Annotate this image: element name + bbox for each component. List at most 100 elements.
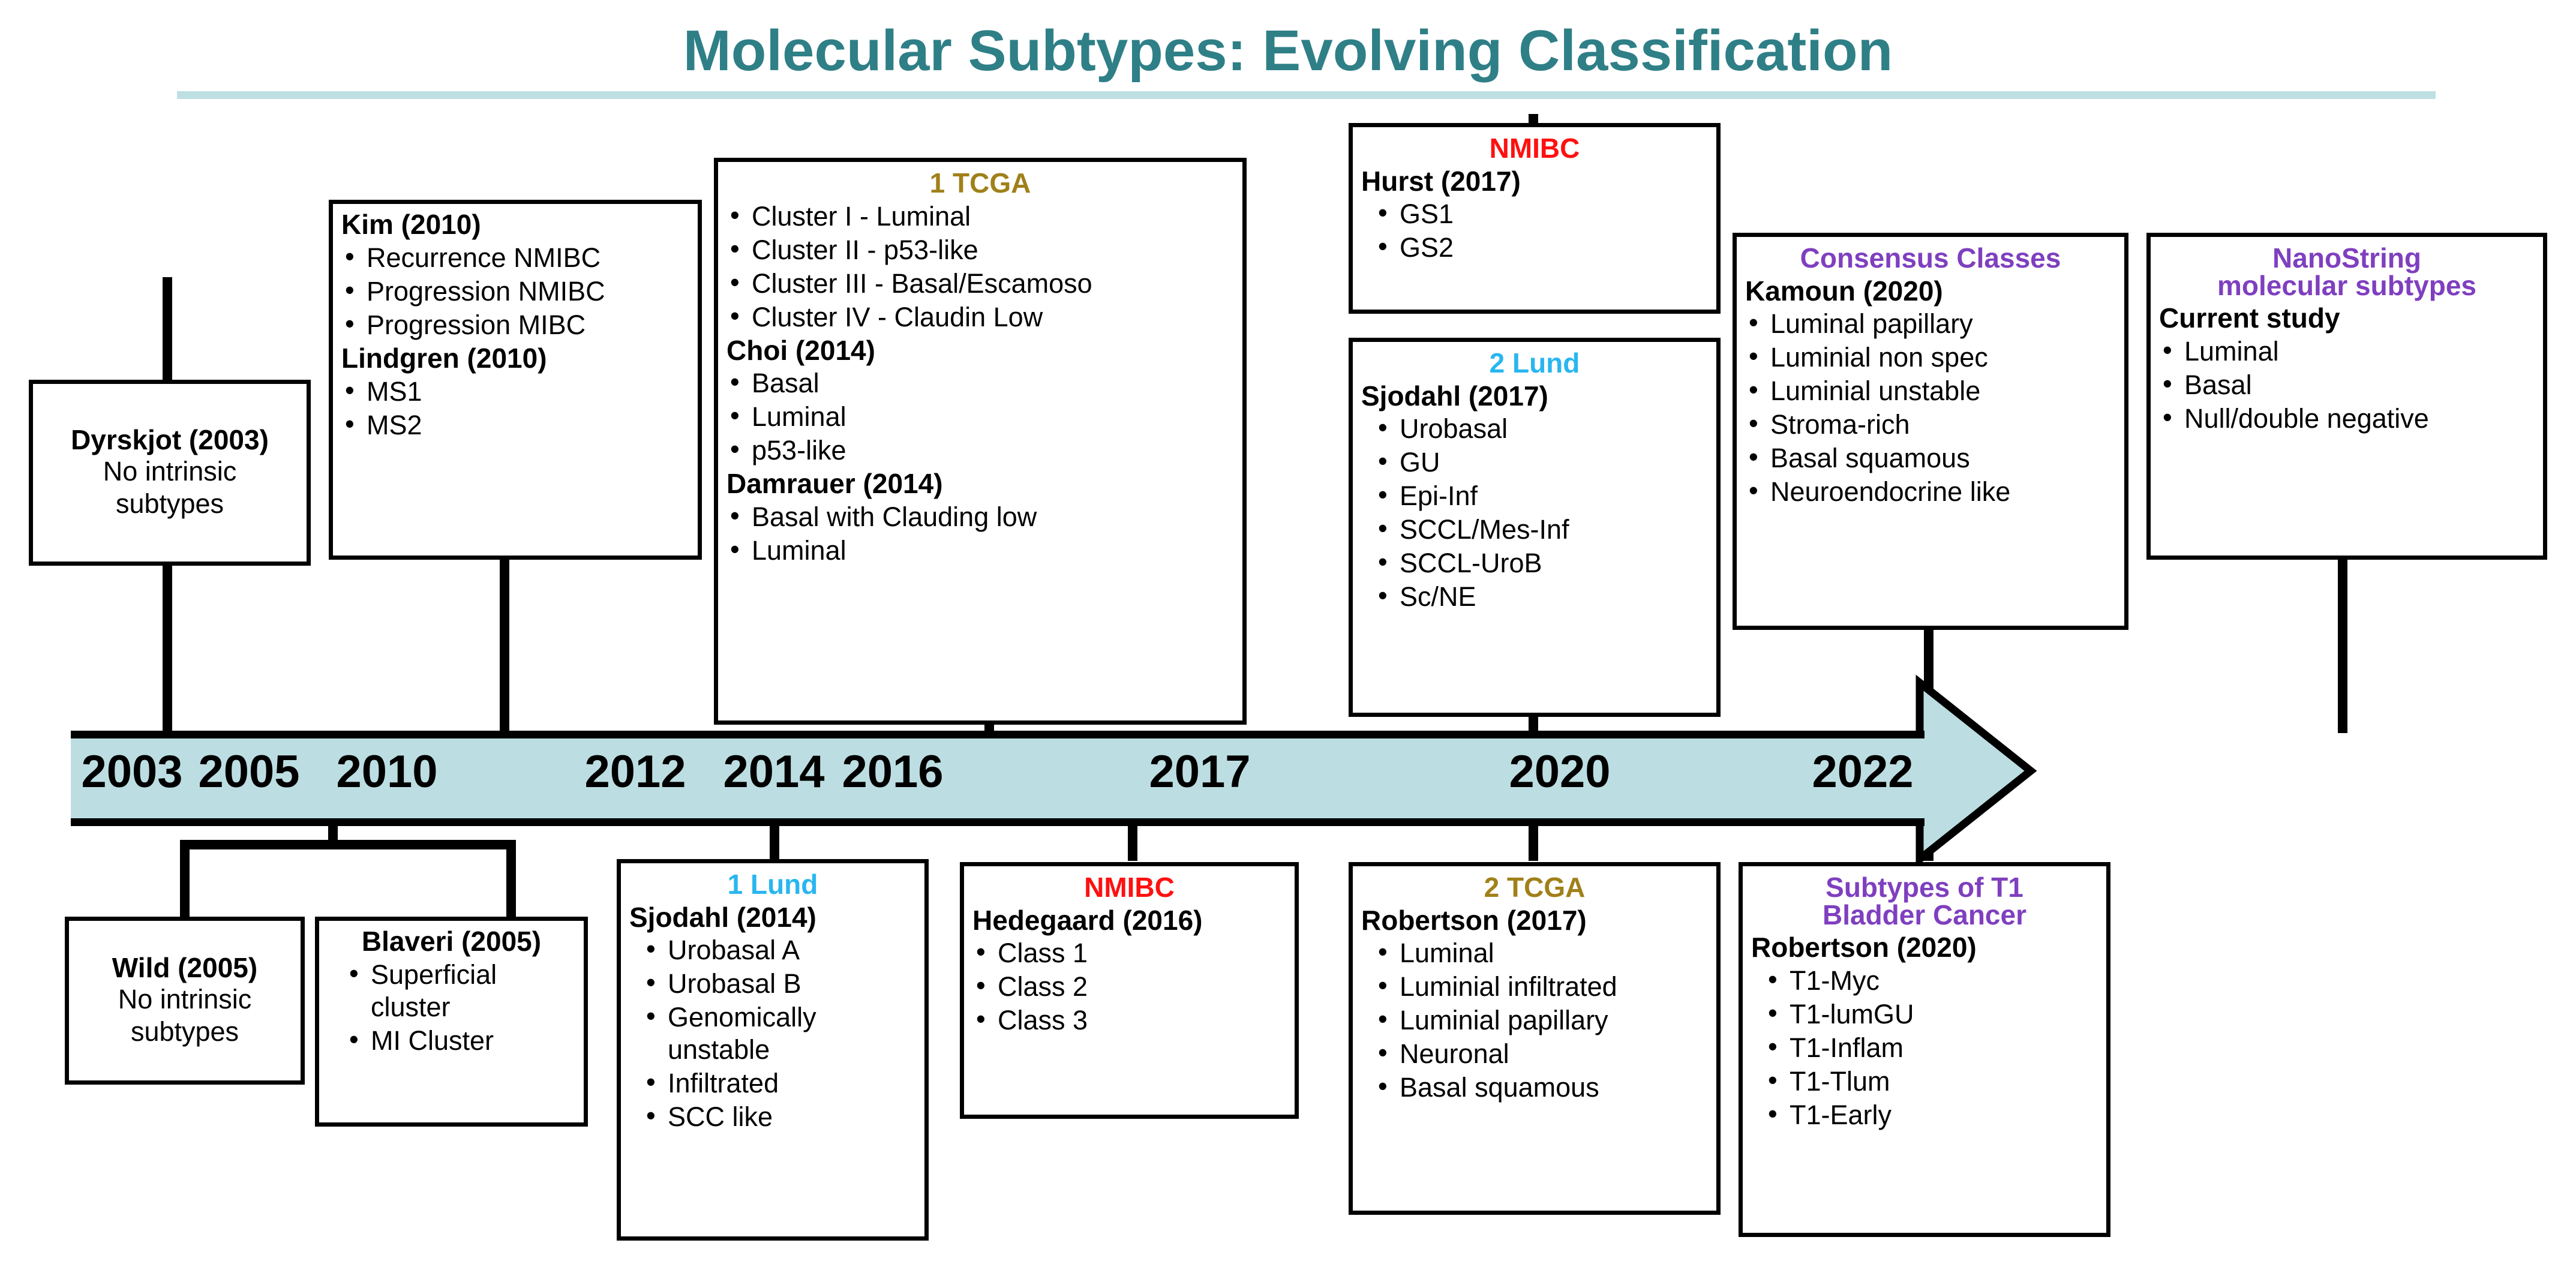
box-damrauer-heading: Damrauer (2014) bbox=[726, 468, 943, 500]
box-nanostring-heading: Current study bbox=[2159, 302, 2340, 334]
year-2005: 2005 bbox=[198, 746, 300, 797]
box-hurst-2017[interactable]: NMIBC Hurst (2017) GS1 GS2 bbox=[1349, 123, 1721, 314]
list-item: Basal squamous bbox=[1374, 1070, 1708, 1104]
box-dyrskjot-heading: Dyrskjot (2003) bbox=[71, 424, 269, 455]
box-choi-list: Basal Luminal p53-like bbox=[726, 366, 1234, 467]
list-item: Epi-Inf bbox=[1374, 479, 1708, 512]
box-kim-list: Recurrence NMIBC Progression NMIBC Progr… bbox=[341, 241, 689, 341]
box-nanostring-tag-line-2: molecular subtypes bbox=[2217, 269, 2477, 301]
connector-nanostring bbox=[2338, 552, 2347, 733]
box-hedegaard-2016[interactable]: NMIBC Hedegaard (2016) Class 1 Class 2 C… bbox=[960, 862, 1299, 1119]
box-lund2-sjodahl-2017[interactable]: 2 Lund Sjodahl (2017) Urobasal GU Epi-In… bbox=[1349, 338, 1721, 717]
box-choi-heading: Choi (2014) bbox=[726, 334, 875, 366]
list-item: Sc/NE bbox=[1374, 580, 1708, 613]
box-lund2-heading: Sjodahl (2017) bbox=[1361, 380, 1548, 412]
list-item: T1-Inflam bbox=[1764, 1031, 2098, 1064]
list-item: Cluster II - p53-like bbox=[726, 233, 1234, 266]
box-lund1-sjodahl-2014[interactable]: 1 Lund Sjodahl (2014) Urobasal A Urobasa… bbox=[617, 859, 929, 1241]
box-lund1-list: Urobasal A Urobasal B Genomically unstab… bbox=[629, 933, 916, 1133]
list-item: T1-Tlum bbox=[1764, 1064, 2098, 1098]
year-2022: 2022 bbox=[1812, 746, 1914, 797]
box-wild-2005[interactable]: Wild (2005) No intrinsic subtypes bbox=[65, 917, 305, 1085]
list-item: Null/double negative bbox=[2159, 401, 2535, 435]
box-tcga2-robertson-2017[interactable]: 2 TCGA Robertson (2017) Luminal Luminial… bbox=[1349, 862, 1721, 1215]
list-item: Luminal bbox=[726, 533, 1234, 567]
list-item: Neuroendocrine like bbox=[1745, 475, 2116, 508]
connector-2005-right-drop bbox=[506, 840, 516, 918]
list-item: MI Cluster bbox=[346, 1023, 575, 1057]
list-item: Basal bbox=[726, 366, 1234, 400]
box-kamoun-2020[interactable]: Consensus Classes Kamoun (2020) Luminal … bbox=[1733, 233, 2128, 630]
list-item: SCCL/Mes-Inf bbox=[1374, 512, 1708, 546]
list-item: Class 2 bbox=[972, 969, 1286, 1003]
box-nanostring-current-study[interactable]: NanoString molecular subtypes Current st… bbox=[2146, 233, 2547, 560]
box-kim-heading: Kim (2010) bbox=[341, 209, 481, 240]
box-hedegaard-list: Class 1 Class 2 Class 3 bbox=[972, 936, 1286, 1037]
list-item: Stroma-rich bbox=[1745, 407, 2116, 441]
box-t1-tag-line-1: Subtypes of T1 bbox=[1826, 872, 2023, 903]
box-kim-lindgren-2010[interactable]: Kim (2010) Recurrence NMIBC Progression … bbox=[329, 200, 702, 560]
box-dyrskjot-line-1: No intrinsic bbox=[103, 456, 237, 487]
list-item: Luminal bbox=[1374, 936, 1708, 969]
list-item: Recurrence NMIBC bbox=[341, 241, 689, 274]
connector-lund2-to-bar bbox=[1529, 711, 1538, 735]
list-item: GS2 bbox=[1374, 230, 1708, 264]
box-tcga2-list: Luminal Luminial infiltrated Luminial pa… bbox=[1361, 936, 1708, 1104]
list-item: T1-Early bbox=[1764, 1098, 2098, 1131]
list-item: GU bbox=[1374, 445, 1708, 479]
box-nanostring-list: Luminal Basal Null/double negative bbox=[2159, 334, 2535, 435]
list-item: Luminial unstable bbox=[1745, 374, 2116, 407]
box-dyrskjot-2003[interactable]: Dyrskjot (2003) No intrinsic subtypes bbox=[29, 380, 311, 566]
box-blaveri-2005[interactable]: Blaveri (2005) Superficial cluster MI Cl… bbox=[315, 917, 588, 1127]
box-hurst-list: GS1 GS2 bbox=[1361, 197, 1708, 264]
list-item: GS1 bbox=[1374, 197, 1708, 230]
list-item: T1-lumGU bbox=[1764, 997, 2098, 1031]
list-item: Cluster III - Basal/Escamoso bbox=[726, 266, 1234, 300]
connector-kim-lindgren bbox=[500, 558, 509, 733]
box-t1-robertson-2020[interactable]: Subtypes of T1 Bladder Cancer Robertson … bbox=[1739, 862, 2110, 1237]
box-tcga1[interactable]: 1 TCGA Cluster I - Luminal Cluster II - … bbox=[714, 158, 1247, 725]
box-kamoun-list: Luminal papillary Luminial non spec Lumi… bbox=[1745, 307, 2116, 508]
list-item: SCC like bbox=[643, 1100, 916, 1133]
box-t1-list: T1-Myc T1-lumGU T1-Inflam T1-Tlum T1-Ear… bbox=[1751, 963, 2098, 1131]
list-item: Progression MIBC bbox=[341, 308, 689, 341]
box-tcga1-clusters: Cluster I - Luminal Cluster II - p53-lik… bbox=[726, 199, 1234, 334]
year-2016: 2016 bbox=[842, 746, 944, 797]
page-title: Molecular Subtypes: Evolving Classificat… bbox=[683, 19, 1893, 83]
list-item: Basal bbox=[2159, 368, 2535, 401]
list-item: MS2 bbox=[341, 408, 689, 442]
box-t1-tag-line-2: Bladder Cancer bbox=[1822, 899, 2026, 930]
list-item: Neuronal bbox=[1374, 1037, 1708, 1070]
list-item: Basal with Clauding low bbox=[726, 500, 1234, 533]
list-item: Urobasal A bbox=[643, 933, 916, 966]
box-hedegaard-heading: Hedegaard (2016) bbox=[972, 904, 1203, 936]
list-item: Urobasal bbox=[1374, 412, 1708, 445]
connector-2005-crossbar bbox=[180, 840, 516, 849]
year-2010: 2010 bbox=[336, 746, 438, 797]
title-divider-rule bbox=[177, 91, 2436, 99]
list-item: Luminial infiltrated bbox=[1374, 969, 1708, 1003]
year-2017: 2017 bbox=[1149, 746, 1251, 797]
box-blaveri-list: Superficial cluster MI Cluster bbox=[328, 957, 575, 1057]
list-item: Cluster IV - Claudin Low bbox=[726, 300, 1234, 334]
list-item: Luminal bbox=[726, 400, 1234, 433]
list-item: Genomically unstable bbox=[643, 1000, 916, 1066]
list-item: Luminal bbox=[2159, 334, 2535, 368]
list-item: Superficial cluster bbox=[346, 957, 575, 1023]
list-item: Progression NMIBC bbox=[341, 274, 689, 308]
box-lindgren-heading: Lindgren (2010) bbox=[341, 342, 547, 374]
box-hedegaard-tag: NMIBC bbox=[1084, 872, 1175, 903]
list-item: Basal squamous bbox=[1745, 441, 2116, 475]
list-item: T1-Myc bbox=[1764, 963, 2098, 997]
box-blaveri-heading: Blaveri (2005) bbox=[361, 926, 542, 957]
box-lund1-tag: 1 Lund bbox=[727, 869, 818, 900]
box-lund2-tag: 2 Lund bbox=[1489, 347, 1580, 379]
list-item: Luminal papillary bbox=[1745, 307, 2116, 340]
list-item: p53-like bbox=[726, 433, 1234, 467]
list-item: Urobasal B bbox=[643, 966, 916, 1000]
list-item: Luminial non spec bbox=[1745, 340, 2116, 374]
list-item: Cluster I - Luminal bbox=[726, 199, 1234, 233]
box-lund2-list: Urobasal GU Epi-Inf SCCL/Mes-Inf SCCL-Ur… bbox=[1361, 412, 1708, 613]
list-item: Class 3 bbox=[972, 1003, 1286, 1037]
